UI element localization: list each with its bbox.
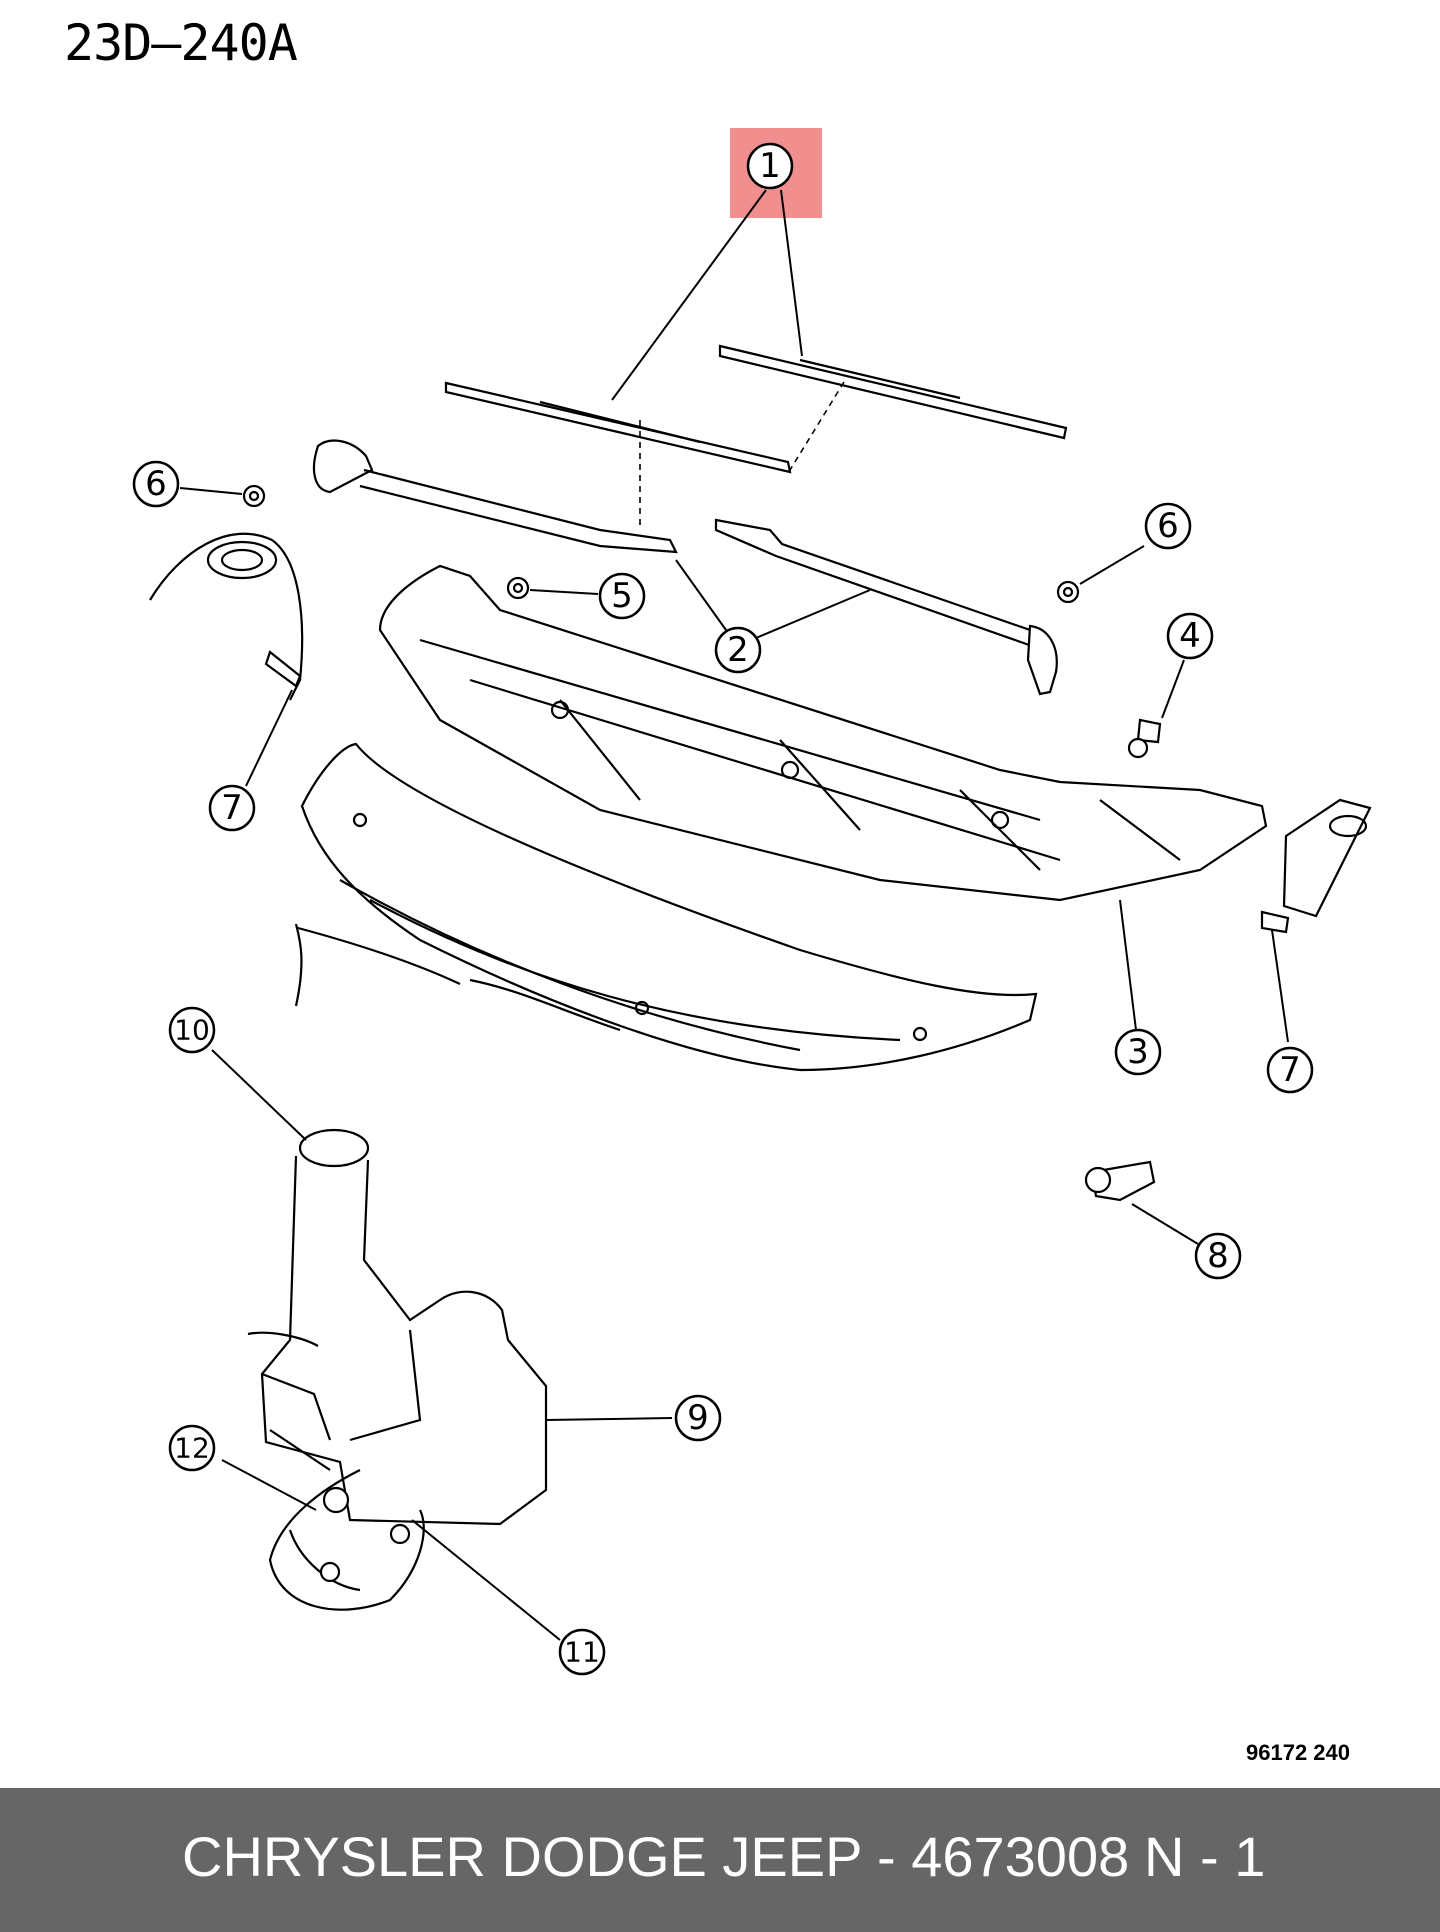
washer-hose (294, 923, 621, 1032)
callout-7-left-label: 7 (221, 788, 243, 828)
callout-6-right-label: 6 (1157, 506, 1179, 546)
wiper-blade-left (444, 381, 792, 474)
callout-9-label: 9 (687, 1398, 709, 1438)
callout-3: 3 (1114, 1028, 1162, 1076)
callout-12: 12 (168, 1424, 216, 1472)
cowl-end-right (1260, 798, 1372, 934)
callout-7-right: 7 (1266, 1046, 1314, 1094)
wiper-arm-left (312, 439, 678, 554)
callout-10-label: 10 (174, 1014, 210, 1047)
callout-2-label: 2 (727, 630, 749, 670)
washer-reservoir (247, 1128, 548, 1611)
wiper-blade-right (718, 344, 1068, 440)
wiper-linkage-frame (378, 564, 1268, 902)
callout-3-label: 3 (1127, 1032, 1149, 1072)
callout-12-label: 12 (174, 1432, 210, 1465)
footer-page-label: N - 1 (1144, 1825, 1266, 1888)
callout-11-label: 11 (564, 1636, 600, 1669)
callout-8-label: 8 (1207, 1236, 1229, 1276)
callout-9: 9 (674, 1394, 722, 1442)
nut-6-left (242, 484, 266, 508)
callout-6-left: 6 (132, 460, 180, 508)
figure-code: 96172 240 (1246, 1740, 1350, 1765)
callout-1: 1 (746, 142, 794, 190)
callout-10: 10 (168, 1006, 216, 1054)
nut-6-right (1056, 580, 1080, 604)
diagram-id: 23D–240A (64, 14, 298, 72)
callout-4: 4 (1166, 612, 1214, 660)
callout-11: 11 (558, 1628, 606, 1676)
callout-7-right-label: 7 (1279, 1050, 1301, 1090)
callout-5: 5 (598, 572, 646, 620)
callout-8: 8 (1194, 1232, 1242, 1280)
cowl-panel (300, 742, 1038, 1072)
callout-4-label: 4 (1179, 616, 1201, 656)
wiper-arm-right (714, 518, 1058, 696)
footer-bar: CHRYSLER DODGE JEEP - 4673008 N - 1 (0, 1788, 1440, 1932)
callout-1-label: 1 (759, 146, 781, 186)
callout-6-right: 6 (1144, 502, 1192, 550)
callout-5-label: 5 (611, 576, 633, 616)
footer-part-title: CHRYSLER DODGE JEEP - 4673008 (182, 1825, 1130, 1888)
callout-2: 2 (714, 626, 762, 674)
bolt-4 (1127, 718, 1162, 759)
cowl-end-left (149, 532, 304, 701)
nut-5 (506, 576, 530, 600)
callout-7-left: 7 (208, 784, 256, 832)
callout-6-left-label: 6 (145, 464, 167, 504)
clip-8 (1084, 1160, 1156, 1202)
